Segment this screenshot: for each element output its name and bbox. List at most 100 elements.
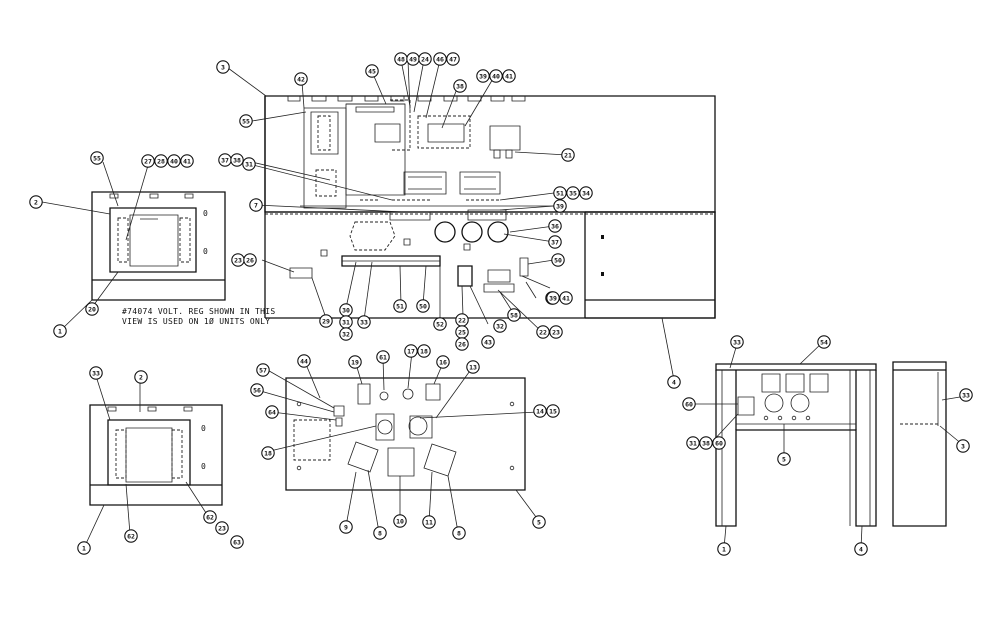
callout-label: 11 (425, 518, 433, 526)
callout-50: 50 (551, 253, 565, 267)
callout-label: 26 (458, 340, 466, 348)
callout-label: 16 (439, 358, 447, 366)
callout-40: 40 (489, 69, 503, 83)
callout-label: 19 (351, 358, 359, 366)
callout-label: 23 (552, 328, 560, 336)
callout-64: 64 (265, 405, 279, 419)
callout-41: 41 (502, 69, 516, 83)
callout-label: 3 (221, 63, 225, 71)
callout-label: 55 (93, 154, 101, 162)
callout-4: 4 (667, 375, 681, 389)
callout-15: 15 (546, 404, 560, 418)
callout-1: 1 (53, 324, 67, 338)
callout-9: 9 (339, 520, 353, 534)
callout-49: 49 (406, 52, 420, 66)
callout-40: 40 (167, 154, 181, 168)
callout-label: 2 (34, 198, 38, 206)
panel-mark: 0 (203, 247, 208, 256)
callout-36: 36 (548, 219, 562, 233)
callout-33: 33 (89, 366, 103, 380)
callout-60: 60 (682, 397, 696, 411)
callout-label: 42 (297, 75, 305, 83)
callout-label: 5 (782, 455, 786, 463)
callout-33: 33 (357, 315, 371, 329)
callout-21: 21 (561, 148, 575, 162)
side-panel-right (584, 211, 716, 319)
callout-62: 62 (124, 529, 138, 543)
callout-3: 3 (956, 439, 970, 453)
callout-label: 62 (127, 532, 135, 540)
callout-label: 28 (157, 157, 165, 165)
callout-33: 33 (959, 388, 973, 402)
callout-label: 3 (961, 442, 965, 450)
callout-label: 43 (484, 338, 492, 346)
callout-46: 46 (433, 52, 447, 66)
callout-37: 37 (218, 153, 232, 167)
callout-label: 5 (537, 518, 541, 526)
callout-label: 23 (234, 256, 242, 264)
panel-mark: 0 (201, 462, 206, 471)
callout-label: 22 (539, 328, 547, 336)
callout-31: 31 (242, 157, 256, 171)
callout-61: 61 (376, 350, 390, 364)
main-control-panel (264, 95, 716, 319)
callout-50: 50 (416, 299, 430, 313)
callout-2: 2 (134, 370, 148, 384)
callout-label: 20 (88, 305, 96, 313)
callout-label: 4 (672, 378, 676, 386)
callout-27: 27 (141, 154, 155, 168)
callout-45: 45 (365, 64, 379, 78)
callout-39: 39 (553, 199, 567, 213)
callout-label: 63 (233, 538, 241, 546)
callout-26: 26 (243, 253, 257, 267)
callout-23: 23 (549, 325, 563, 339)
callout-label: 32 (342, 330, 350, 338)
callout-label: 44 (300, 357, 308, 365)
callout-label: 33 (360, 318, 368, 326)
callout-58: 58 (507, 308, 521, 322)
callout-4: 4 (854, 542, 868, 556)
callout-label: 1 (82, 544, 86, 552)
callout-57: 57 (256, 363, 270, 377)
callout-48: 48 (394, 52, 408, 66)
callout-label: 13 (469, 363, 477, 371)
callout-label: 50 (419, 302, 427, 310)
callout-44: 44 (297, 354, 311, 368)
callout-label: 58 (510, 311, 518, 319)
callout-label: 39 (549, 294, 557, 302)
callout-23: 23 (231, 253, 245, 267)
callout-label: 34 (582, 189, 590, 197)
callout-label: 46 (436, 55, 444, 63)
callout-label: 37 (551, 238, 559, 246)
callout-label: 24 (421, 55, 429, 63)
callout-5: 5 (532, 515, 546, 529)
callout-label: 39 (479, 72, 487, 80)
callout-8: 8 (452, 526, 466, 540)
callout-label: 41 (505, 72, 513, 80)
callout-22: 22 (455, 313, 469, 327)
callout-label: 21 (564, 151, 572, 159)
callout-47: 47 (446, 52, 460, 66)
callout-label: 1 (58, 327, 62, 335)
callout-39: 39 (546, 291, 560, 305)
callout-34: 34 (579, 186, 593, 200)
callout-41: 41 (559, 291, 573, 305)
callout-label: 45 (368, 67, 376, 75)
callout-label: 37 (221, 156, 229, 164)
callout-55: 55 (239, 114, 253, 128)
callout-label: 18 (264, 449, 272, 457)
leader-lines (41, 59, 967, 549)
callout-10: 10 (393, 514, 407, 528)
callout-55: 55 (90, 151, 104, 165)
callout-label: 1 (722, 545, 726, 553)
callout-label: 48 (397, 55, 405, 63)
callout-32: 32 (339, 327, 353, 341)
callout-label: 51 (556, 189, 564, 197)
callout-22: 22 (536, 325, 550, 339)
callout-label: 22 (458, 316, 466, 324)
callout-label: 23 (218, 524, 226, 532)
callout-24: 24 (418, 52, 432, 66)
callout-32: 32 (493, 319, 507, 333)
